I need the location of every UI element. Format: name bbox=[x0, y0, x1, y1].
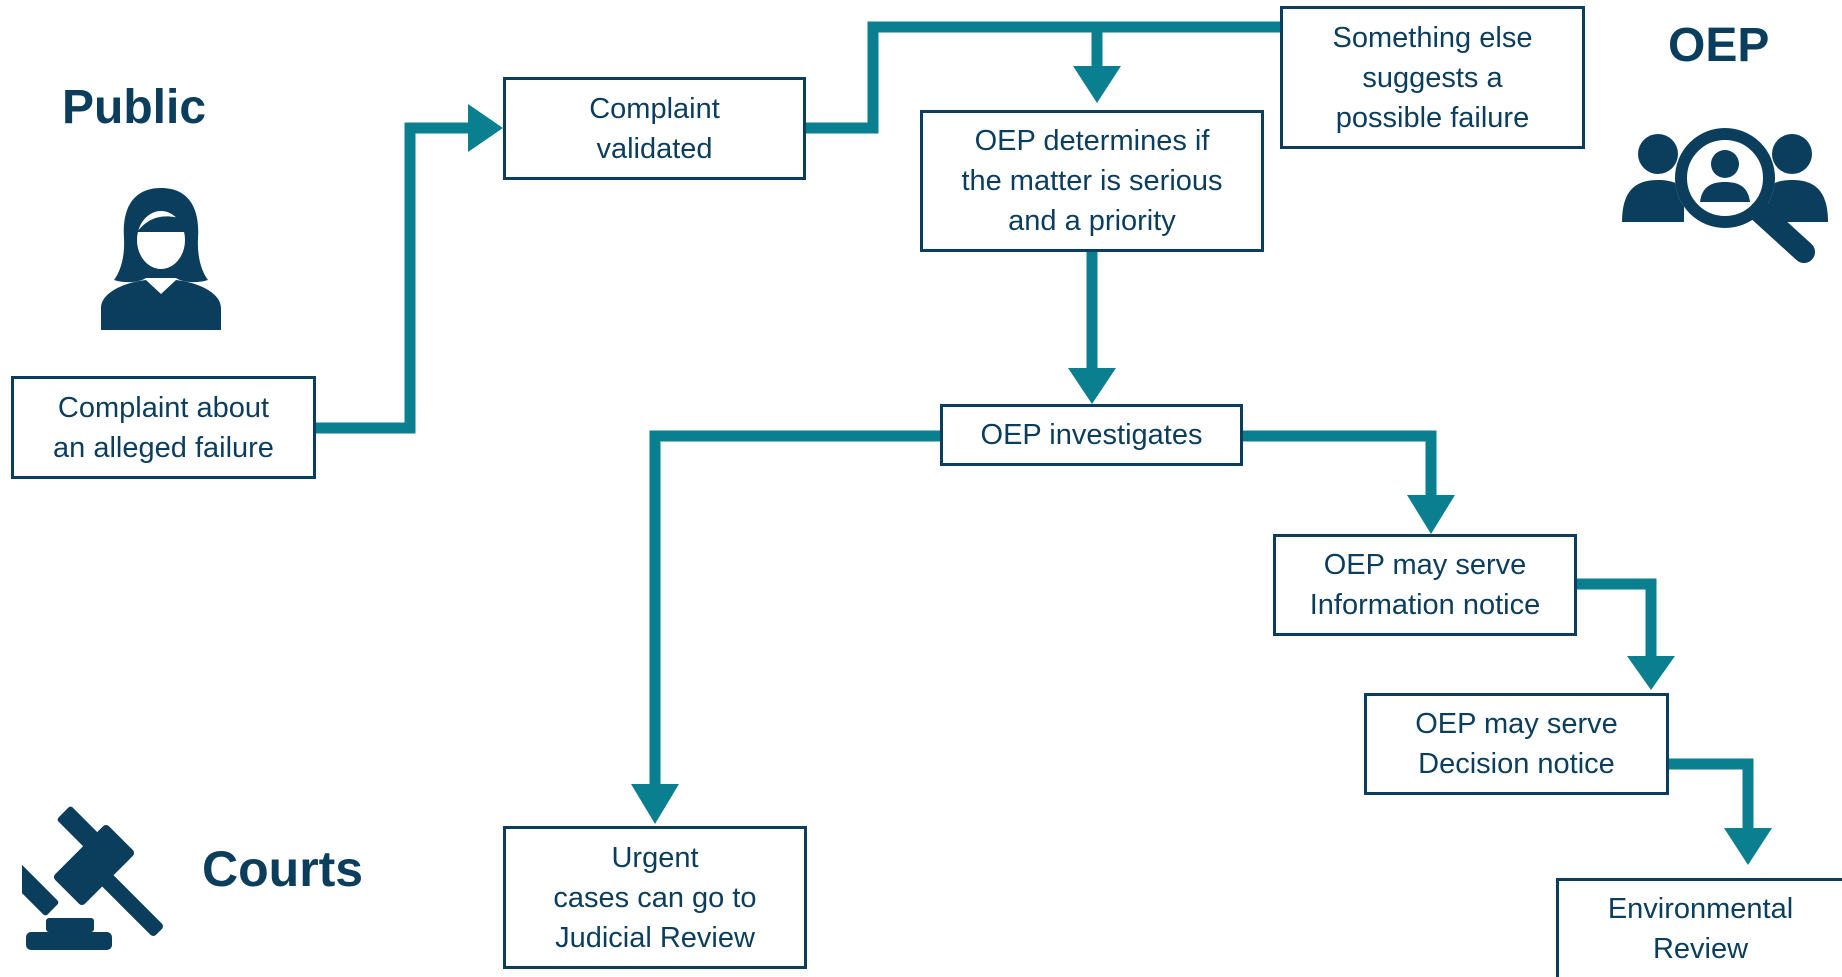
arrowhead bbox=[468, 104, 503, 152]
arrow-investigates-to-information-notice bbox=[1243, 430, 1437, 497]
something-else-box: Something else suggests a possible failu… bbox=[1280, 6, 1585, 149]
arrow-validated-to-determines bbox=[806, 21, 1103, 134]
courts-label: Courts bbox=[202, 841, 364, 897]
oep-investigates-box: OEP investigates bbox=[940, 404, 1243, 466]
judicial-review-box: Urgent cases can go to Judicial Review bbox=[503, 826, 807, 969]
arrow-decision-to-environmental bbox=[1669, 758, 1754, 830]
person-icon bbox=[101, 188, 221, 330]
oep-label: OEP bbox=[1668, 19, 1770, 72]
gavel-icon bbox=[22, 806, 163, 950]
arrowhead bbox=[1627, 656, 1675, 690]
complaint-validated-box: Complaint validated bbox=[503, 77, 806, 180]
public-label: Public bbox=[62, 81, 207, 134]
environmental-review-box: Environmental Review bbox=[1556, 878, 1842, 977]
arrowhead bbox=[1724, 828, 1772, 865]
arrowhead bbox=[1407, 495, 1455, 534]
arrowhead bbox=[631, 784, 679, 824]
information-notice-box: OEP may serve Information notice bbox=[1273, 534, 1577, 636]
arrow-investigates-to-judicial-review bbox=[649, 430, 940, 786]
investigator-magnifier-icon bbox=[1622, 128, 1828, 263]
arrow-complaint-to-validated bbox=[316, 122, 470, 434]
arrow-information-to-decision bbox=[1577, 578, 1657, 658]
arrowhead bbox=[1068, 368, 1116, 404]
oep-determines-box: OEP determines if the matter is serious … bbox=[920, 110, 1264, 252]
complaint-about-failure-box: Complaint about an alleged failure bbox=[11, 376, 316, 479]
decision-notice-box: OEP may serve Decision notice bbox=[1364, 693, 1669, 795]
arrowhead bbox=[1073, 66, 1121, 103]
